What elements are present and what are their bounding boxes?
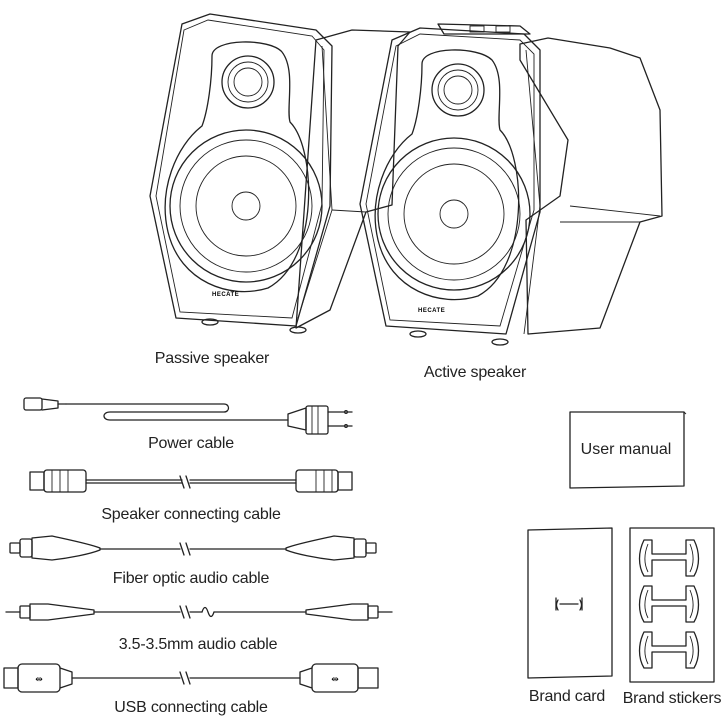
fiber-optic-cable (9, 535, 377, 561)
passive-speaker-logo: HECATE (212, 292, 239, 298)
usb-cable: ⇹ ⇹ (3, 663, 379, 693)
brand-stickers-label: Brand stickers (622, 690, 722, 707)
brand-card (527, 527, 613, 679)
power-cable-label: Power cable (148, 435, 234, 452)
svg-text:⇹: ⇹ (35, 674, 43, 684)
fiber-optic-cable-label: Fiber optic audio cable (112, 570, 270, 587)
usb-cable-label: USB connecting cable (114, 699, 268, 716)
user-manual (569, 411, 687, 489)
user-manual-label: User manual (580, 441, 672, 458)
aux-cable-label: 3.5-3.5mm audio cable (118, 636, 278, 653)
speaker-connecting-cable-label: Speaker connecting cable (101, 506, 281, 523)
brand-card-label: Brand card (528, 688, 606, 705)
active-speaker: HECATE (359, 23, 663, 346)
svg-text:⇹: ⇹ (331, 674, 339, 684)
active-speaker-label: Active speaker (423, 364, 527, 381)
passive-speaker-label: Passive speaker (154, 350, 270, 367)
brand-stickers (629, 527, 715, 683)
passive-speaker: HECATE (149, 13, 411, 334)
aux-cable (5, 603, 393, 621)
active-speaker-logo: HECATE (418, 308, 445, 314)
power-cable (23, 397, 353, 435)
speaker-connecting-cable (29, 469, 353, 493)
